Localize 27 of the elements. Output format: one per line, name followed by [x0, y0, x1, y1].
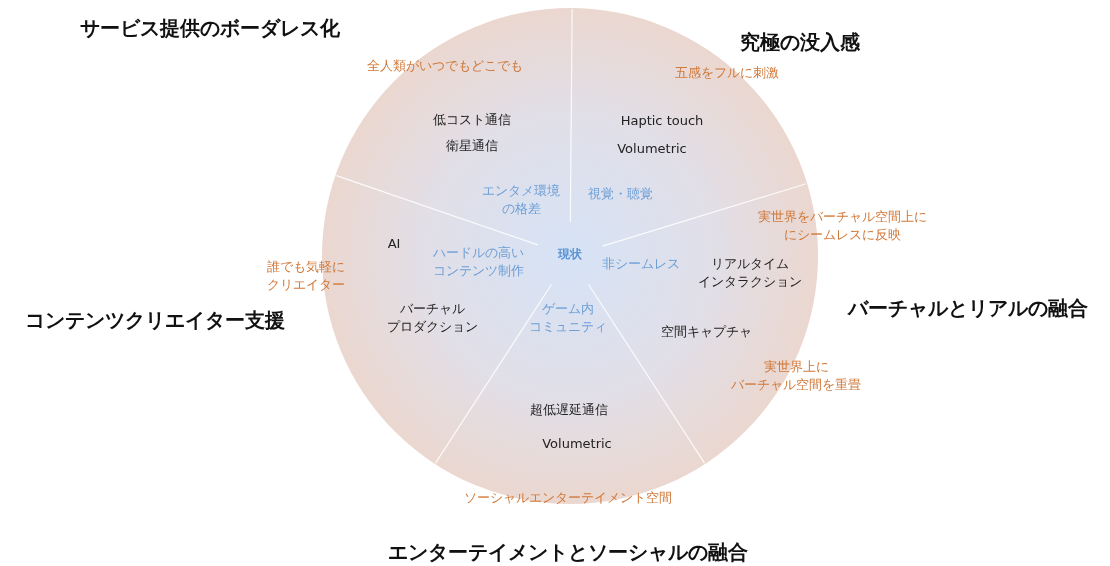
current-state-label: 視覚・聴覚 — [587, 185, 653, 203]
technology-label: バーチャルプロダクション — [386, 300, 478, 336]
technology-label: リアルタイムインタラクション — [698, 255, 802, 291]
technology-label: Volumetric — [542, 435, 612, 453]
goal-text: 全人類がいつでもどこでも — [367, 57, 523, 75]
technology-label: 空間キャプチャ — [660, 323, 752, 341]
current-state-label: 非シームレス — [602, 255, 680, 273]
heading: サービス提供のボーダレス化 — [80, 14, 340, 42]
technology-label: 低コスト通信 — [433, 111, 511, 129]
technology-label: Volumetric — [617, 140, 687, 158]
heading: バーチャルとリアルの融合 — [848, 294, 1088, 322]
current-state-label: ハードルの高いコンテンツ制作 — [432, 244, 524, 280]
goal-text: ソーシャルエンターテイメント空間 — [464, 489, 672, 507]
current-state-label: ゲーム内コミュニティ — [529, 300, 607, 336]
goal-text: 誰でも気軽にクリエイター — [267, 258, 345, 294]
goal-text: 五感をフルに刺激 — [675, 64, 779, 82]
goal-text: 実世界上にバーチャル空間を重畳 — [731, 358, 861, 394]
goal-text: 実世界をバーチャル空間上ににシームレスに反映 — [757, 208, 927, 244]
heading: コンテンツクリエイター支援 — [25, 306, 285, 334]
technology-label: Haptic touch — [620, 112, 704, 130]
technology-label: 衛星通信 — [446, 137, 498, 155]
center-label: 現状 — [558, 245, 582, 263]
heading: エンターテイメントとソーシャルの融合 — [388, 538, 748, 566]
technology-label: 超低遅延通信 — [530, 401, 608, 419]
current-state-label: エンタメ環境の格差 — [482, 182, 560, 218]
technology-label: AI — [387, 235, 401, 253]
heading: 究極の没入感 — [740, 28, 860, 56]
